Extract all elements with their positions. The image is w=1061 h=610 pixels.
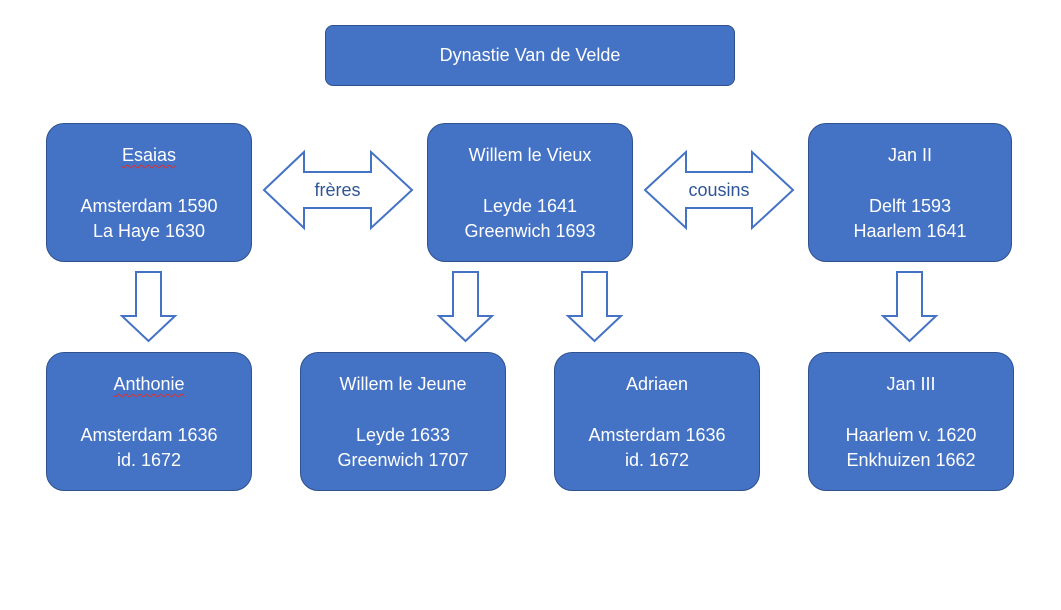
person-box-adriaen: Adriaen Amsterdam 1636 id. 1672 (554, 352, 760, 491)
person-birth: Haarlem v. 1620 (845, 425, 977, 445)
person-birth: Leyde 1633 (355, 425, 451, 445)
person-name: Adriaen (625, 374, 689, 394)
person-death: Greenwich 1707 (337, 450, 469, 470)
person-birth: Amsterdam 1636 (588, 425, 726, 445)
person-name: Willem le Vieux (468, 145, 592, 165)
person-box-willem-le-jeune: Willem le Jeune Leyde 1633 Greenwich 170… (300, 352, 506, 491)
person-birth: Leyde 1641 (482, 196, 578, 216)
down-arrow-adriaen (565, 271, 624, 343)
person-name: Jan II (887, 145, 933, 165)
person-box-willem-le-vieux: Willem le Vieux Leyde 1641 Greenwich 169… (427, 123, 633, 262)
person-death: La Haye 1630 (92, 221, 206, 241)
person-box-esaias: Esaias Amsterdam 1590 La Haye 1630 (46, 123, 252, 262)
relation-label-brothers: frères (314, 180, 361, 200)
person-name: Esaias (121, 145, 177, 165)
person-box-jan-iii: Jan III Haarlem v. 1620 Enkhuizen 1662 (808, 352, 1014, 491)
person-birth: Amsterdam 1590 (80, 196, 218, 216)
person-name: Jan III (886, 374, 936, 394)
relation-label-cousins: cousins (688, 180, 750, 200)
person-name: Willem le Jeune (339, 374, 467, 394)
down-arrow-esaias-anthonie (119, 271, 178, 343)
person-death: id. 1672 (116, 450, 182, 470)
person-death: Enkhuizen 1662 (846, 450, 976, 470)
person-death: id. 1672 (624, 450, 690, 470)
down-arrow-willem-jeune (436, 271, 495, 343)
person-death: Haarlem 1641 (853, 221, 967, 241)
person-birth: Delft 1593 (868, 196, 952, 216)
person-birth: Amsterdam 1636 (80, 425, 218, 445)
person-name: Anthonie (113, 374, 185, 394)
down-arrow-jan-iii (880, 271, 939, 343)
diagram-title-box: Dynastie Van de Velde (325, 25, 735, 86)
person-box-jan-ii: Jan II Delft 1593 Haarlem 1641 (808, 123, 1012, 262)
person-box-anthonie: Anthonie Amsterdam 1636 id. 1672 (46, 352, 252, 491)
double-arrow-brothers (262, 149, 414, 231)
double-arrow-cousins (643, 149, 795, 231)
diagram-title: Dynastie Van de Velde (439, 45, 621, 65)
person-death: Greenwich 1693 (464, 221, 596, 241)
